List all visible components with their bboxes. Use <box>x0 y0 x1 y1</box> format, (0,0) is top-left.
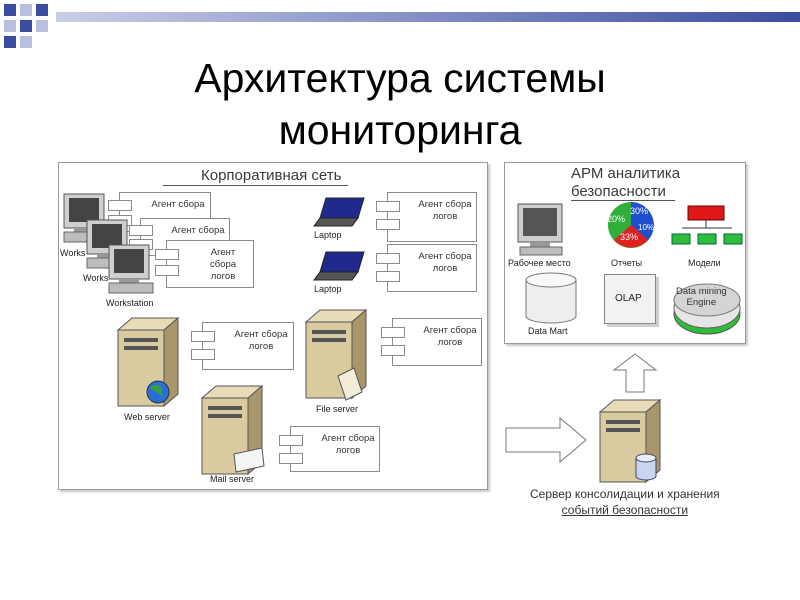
mail-server-icon <box>198 384 268 484</box>
laptop-icon <box>312 196 372 233</box>
file-server-label: File server <box>316 404 359 414</box>
reports-label: Отчеты <box>611 258 643 268</box>
workplace-icon <box>516 202 576 265</box>
data-mart-icon <box>524 272 578 331</box>
pie-label: 20% <box>607 214 625 224</box>
laptop-icon <box>312 250 372 287</box>
web-server-label: Web server <box>124 412 170 422</box>
slide-title-line2: мониторинга <box>278 107 522 153</box>
laptop-label: Laptop <box>314 230 342 240</box>
workstation-label: Works <box>83 273 109 283</box>
workstation-label: Works <box>60 248 86 258</box>
consolidation-server-caption-line2: событий безопасности <box>561 503 689 517</box>
up-arrow-icon <box>612 352 658 399</box>
web-server-icon <box>114 316 184 416</box>
slide-title: Архитектура системы мониторинга <box>100 52 700 156</box>
olap-box: OLAP <box>604 274 656 324</box>
slide-title-line1: Архитектура системы <box>194 55 606 101</box>
decorative-top-bar <box>56 12 800 22</box>
pie-label: 10% <box>638 223 654 232</box>
workplace-label: Рабочее место <box>508 258 571 268</box>
pie-label: 33% <box>620 232 638 242</box>
mail-server-label: Mail server <box>210 474 255 484</box>
workstation-icon <box>62 192 122 257</box>
arm-title-line1: АРМ аналитика <box>571 165 681 182</box>
arm-title: АРМ аналитика безопасности <box>571 165 680 201</box>
workstation-icon <box>107 243 167 308</box>
olap-label: OLAP <box>615 293 642 304</box>
laptop-label: Laptop <box>314 284 342 294</box>
agent-label: Агент сбора <box>151 199 205 210</box>
consolidation-server-caption-line1: Сервер консолидации и хранения <box>530 487 720 501</box>
pie-label: 30% <box>630 206 648 216</box>
corporate-network-title: Корпоративная сеть <box>201 167 342 184</box>
data-mining-engine-icon <box>672 280 742 343</box>
workstation-label: Workstation <box>106 298 154 308</box>
arm-title-line2: безопасности <box>571 183 666 200</box>
consolidation-server-caption: Сервер консолидации и хранения событий б… <box>530 486 720 518</box>
agent-label: Агент сбора <box>171 225 225 236</box>
right-arrow-icon <box>504 416 588 469</box>
models-icon <box>670 204 744 257</box>
file-server-icon <box>302 308 372 408</box>
consolidation-server-icon <box>596 398 666 493</box>
models-label: Модели <box>688 258 721 268</box>
data-mart-label: Data Mart <box>528 326 568 336</box>
reports-pie-icon: 30% 20% 10% 33% <box>604 200 658 255</box>
